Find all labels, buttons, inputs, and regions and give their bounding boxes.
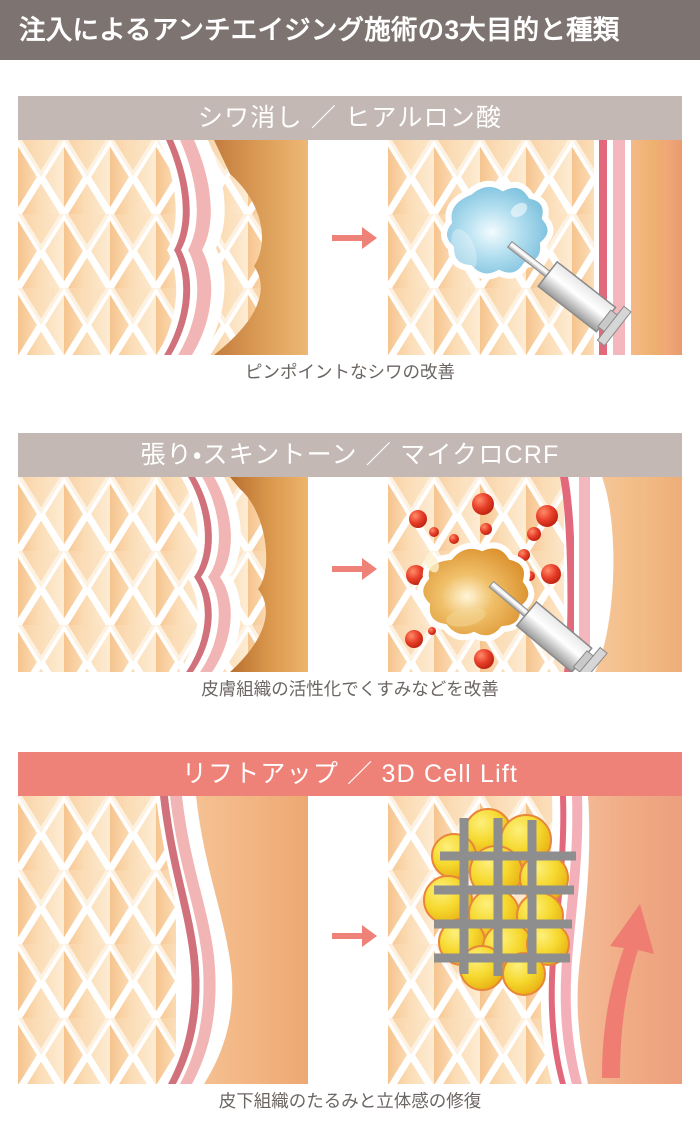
transition-arrow-1	[326, 218, 384, 258]
page-title: 注入によるアンチエイジング施術の3大目的と種類	[19, 14, 620, 45]
lift-arrow-icon	[602, 904, 654, 1078]
section-wrinkle-removal: シワ消し ／ ヒアルロン酸	[18, 96, 682, 382]
arrow-right-icon	[332, 227, 377, 249]
syringe-icon	[488, 580, 608, 672]
section-header-bar-2: 張り・スキントーン ／ マイクロCRF	[18, 433, 682, 477]
transition-arrow-3	[326, 916, 384, 956]
arrow-right-icon	[332, 925, 377, 947]
after-illustration-1	[388, 140, 682, 355]
section-caption-2: 皮膚組織の活性化でくすみなどを改善	[201, 679, 499, 699]
section-caption-1: ピンポイントなシワの改善	[245, 362, 455, 382]
section-title-3: リフトアップ ／ 3D Cell Lift	[181, 759, 519, 788]
section-title-2: 張り・スキントーン ／ マイクロCRF	[140, 440, 560, 469]
section-lift-up: リフトアップ ／ 3D Cell Lift	[18, 752, 682, 1111]
after-illustration-2	[388, 477, 682, 672]
page-header: 注入によるアンチエイジング施術の3大目的と種類	[0, 0, 700, 60]
section-title-1: シワ消し ／ ヒアルロン酸	[197, 103, 503, 132]
section-body-1	[18, 140, 682, 355]
scaffold-grid	[434, 818, 576, 976]
section-header-bar-1: シワ消し ／ ヒアルロン酸	[18, 96, 682, 140]
after-illustration-3	[388, 796, 682, 1084]
before-illustration-1	[18, 140, 308, 355]
section-caption-3: 皮下組織のたるみと立体感の修復	[218, 1091, 482, 1111]
section-body-3	[18, 796, 682, 1084]
section-header-bar-3: リフトアップ ／ 3D Cell Lift	[18, 752, 682, 796]
arrow-right-icon	[332, 558, 377, 580]
filler-blob-microcrf	[417, 542, 535, 642]
section-body-2	[18, 477, 682, 672]
transition-arrow-2	[326, 549, 384, 589]
section-skin-tone: 張り・スキントーン ／ マイクロCRF	[18, 433, 682, 699]
syringe-icon	[506, 240, 632, 347]
before-illustration-2	[18, 477, 308, 672]
before-illustration-3	[18, 796, 308, 1084]
